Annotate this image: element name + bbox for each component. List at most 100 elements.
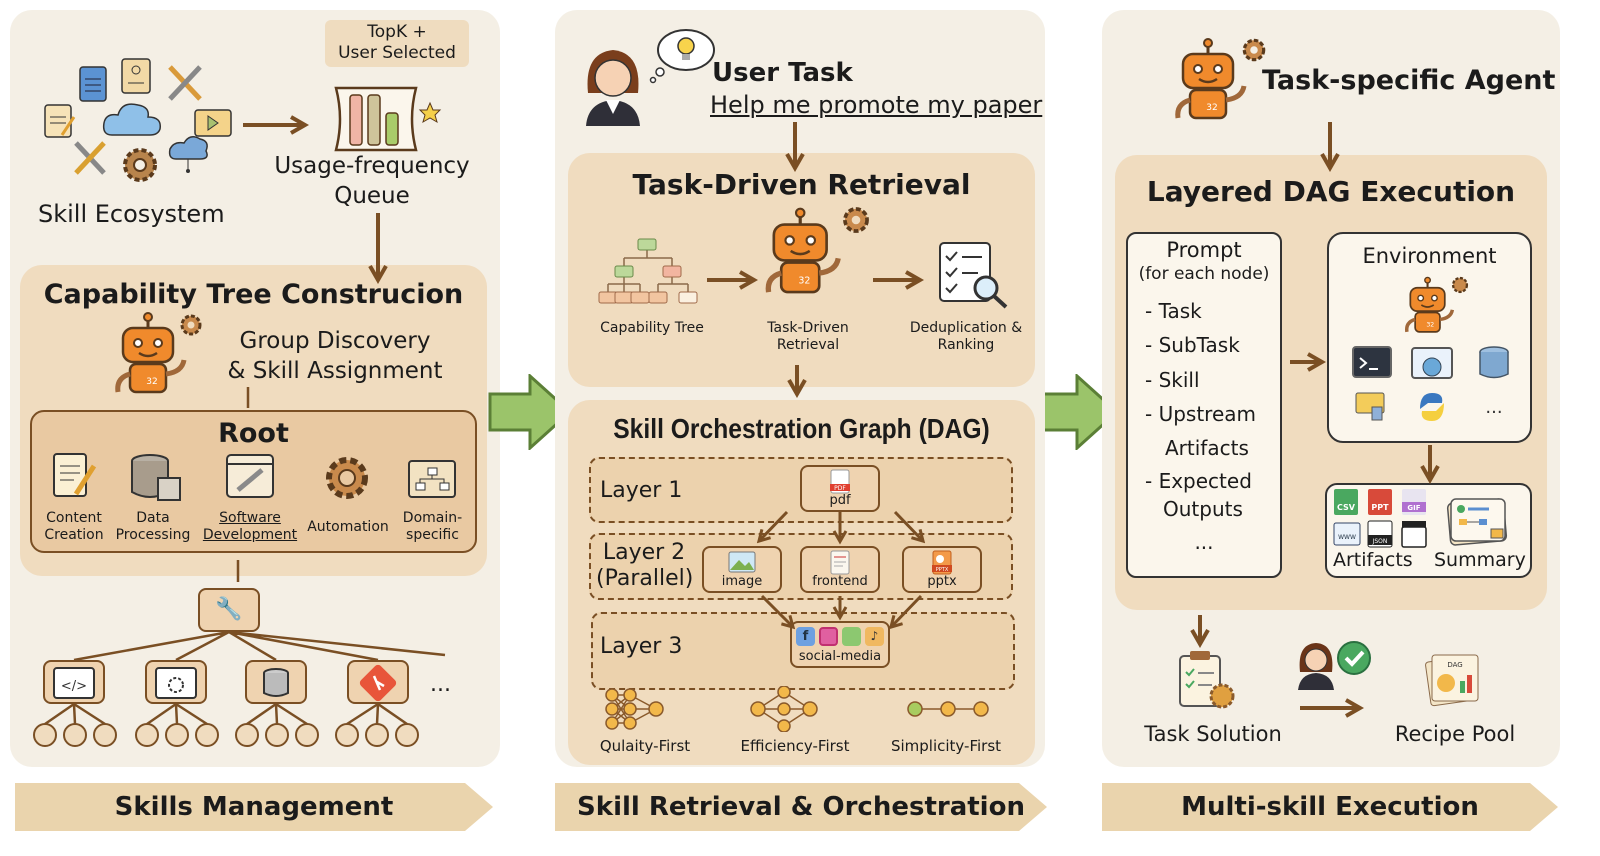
frontend-doc-icon	[830, 550, 850, 575]
summary-label: Summary	[1434, 549, 1526, 571]
step-label: Ranking	[937, 336, 995, 353]
queue-label-1: Usage-frequency	[274, 153, 470, 179]
dag-node-social-media[interactable]: f ♪ social-media	[790, 621, 890, 668]
flow-arrow-1	[488, 374, 573, 450]
gear-icon	[1451, 276, 1469, 294]
strategy-quality-first: Qulaity-First	[599, 737, 691, 755]
prompt-item-task: - Task	[1145, 299, 1202, 323]
pptx-file-icon: PPTX	[932, 550, 952, 575]
hammer-wrench-icon	[168, 65, 202, 101]
dag-node-label: pdf	[829, 493, 851, 508]
database-icon	[131, 454, 181, 501]
checklist-magnifier-icon	[939, 242, 1008, 309]
tree-child-code: </>	[43, 660, 105, 704]
category-label-line: Content	[46, 510, 102, 526]
database-icon	[1479, 346, 1509, 379]
robot-icon-agent: 32	[1168, 38, 1258, 123]
robot-badge: 32	[798, 276, 810, 287]
layer-2-label: Layer 2(Parallel)	[596, 540, 694, 593]
environment-title: Environment	[1362, 244, 1497, 268]
step-label: Retrieval	[776, 336, 840, 353]
dag-node-image[interactable]: image	[702, 546, 782, 593]
simplicity-first-graph-icon	[907, 701, 989, 717]
robot-icon: 32	[115, 312, 187, 394]
video-folder-icon	[194, 109, 232, 137]
document-pencil-icon	[53, 453, 97, 497]
layered-dag-execution-title: Layered DAG Execution	[1146, 175, 1516, 208]
category-automation[interactable]: Automation	[303, 519, 393, 536]
automation-gear-icon	[326, 457, 368, 499]
robot-badge: 32	[146, 377, 157, 387]
task-driven-retrieval-title: Task-Driven Retrieval	[632, 168, 971, 201]
prompt-subtitle: (for each node)	[1138, 264, 1270, 284]
ppt-tag: PPT	[1371, 503, 1389, 512]
prompt-item-subtask: - SubTask	[1145, 333, 1240, 357]
wrench-icon: 🔧	[215, 597, 243, 622]
idea-bubble-icon	[649, 29, 715, 84]
gear-icon	[843, 207, 869, 233]
robot-icon-retrieval: 32	[758, 205, 853, 300]
tree-child-database	[245, 660, 307, 704]
dag-node-label: pptx	[927, 574, 957, 589]
task-solution-clipboard-icon	[1179, 651, 1235, 709]
gif-file-icon: GIF	[1402, 489, 1426, 515]
www-tag: WWW	[1338, 534, 1356, 541]
environment-more: ...	[1485, 397, 1502, 418]
step-capability-tree: Capability Tree	[582, 320, 722, 337]
capability-tree-icon	[598, 238, 698, 304]
tree-child-settings	[145, 660, 207, 704]
root-label: Root	[218, 418, 289, 449]
pptx-tag: PPTX	[936, 567, 949, 573]
tree-child-git	[347, 660, 409, 704]
instagram-icon	[819, 627, 838, 646]
layer-1-label: Layer 1	[600, 478, 683, 503]
layer-label-line: (Parallel)	[596, 566, 694, 592]
artifacts-label: Artifacts	[1333, 549, 1413, 571]
dag-node-pptx[interactable]: PPTX pptx	[902, 546, 982, 593]
terminal-icon	[1352, 346, 1392, 378]
dag-node-label: social-media	[798, 649, 882, 664]
user-task-title: User Task	[712, 58, 853, 88]
callout-line-1: TopK +	[367, 22, 427, 42]
dag-node-pdf[interactable]: PDF pdf	[800, 465, 880, 512]
strategy-efficiency-first: Efficiency-First	[740, 737, 850, 755]
tools-icon	[74, 141, 106, 175]
prompt-item-upstream: - Upstream	[1145, 402, 1256, 426]
twitter-icon	[842, 627, 861, 646]
recipe-pool-label: Recipe Pool	[1394, 722, 1516, 746]
browser-globe-icon	[1411, 347, 1453, 379]
code-window-icon: </>	[53, 667, 95, 699]
category-domain-specific[interactable]: Domain-specific	[395, 510, 470, 544]
svg-text:</>: </>	[61, 679, 87, 694]
queue-label-2: Queue	[334, 183, 410, 209]
user-task-text: Help me promote my paper	[710, 91, 1043, 119]
robot-icon: 32	[1404, 276, 1455, 333]
recipe-dag-tag: DAG	[1447, 661, 1462, 669]
strategy-simplicity-first: Simplicity-First	[890, 737, 1002, 755]
folder-files-icon	[1355, 392, 1385, 421]
database-icon	[263, 668, 289, 697]
category-label-line: Development	[202, 526, 298, 543]
json-file-icon: JSON	[1367, 520, 1393, 548]
prompt-title: Prompt	[1166, 238, 1242, 262]
social-icons: f ♪	[792, 627, 888, 646]
csv-tag: CSV	[1337, 503, 1356, 512]
gear-icon	[1242, 38, 1266, 62]
dag-node-frontend[interactable]: frontend	[800, 546, 880, 593]
json-tag: JSON	[1372, 538, 1388, 545]
banner-multi-skill-execution: Multi-skill Execution	[1102, 783, 1558, 831]
skill-ecosystem-label: Skill Ecosystem	[38, 200, 225, 228]
code-settings-icon	[155, 667, 197, 699]
pdf-file-icon: PDF	[830, 469, 850, 494]
task-specific-agent-title: Task-specific Agent	[1262, 65, 1556, 96]
robot-icon-environment: 32	[1400, 276, 1462, 336]
efficiency-first-graph-icon	[750, 686, 818, 732]
image-icon	[728, 551, 756, 573]
banner-skills-management: Skills Management	[15, 783, 493, 831]
git-icon	[359, 664, 397, 702]
edit-document-icon	[44, 104, 76, 138]
